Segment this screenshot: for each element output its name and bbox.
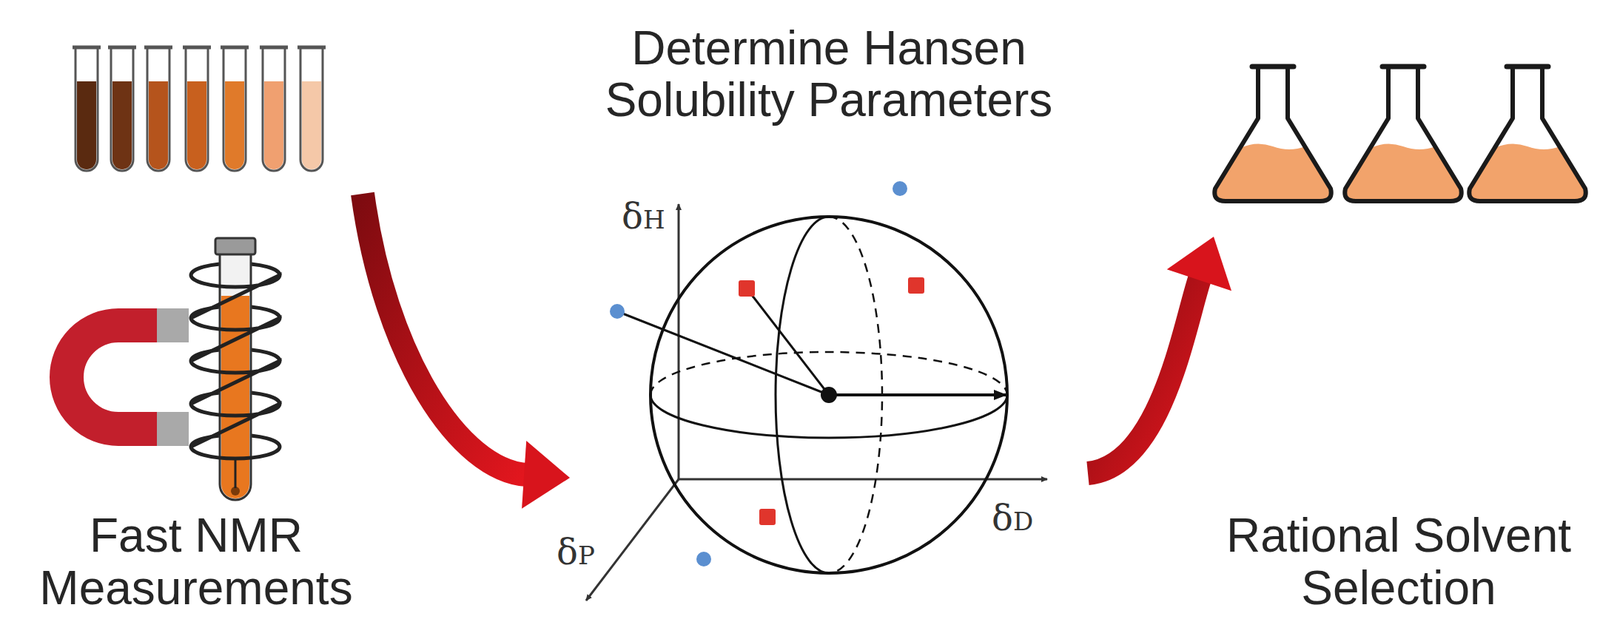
hansen-sphere: [586, 181, 1048, 601]
flow-arrow: [1087, 236, 1232, 474]
axis-label: δD: [991, 500, 1034, 536]
coil-front: [190, 275, 280, 489]
flasks: [1214, 66, 1586, 202]
nmr-tube: [215, 238, 256, 501]
panel-caption: Determine Hansen Solubility Parameters: [569, 22, 1088, 127]
flow-arrow: [362, 193, 570, 510]
axis-label: δP: [556, 534, 596, 570]
arrow-head: [1167, 236, 1232, 291]
panel-caption: Rational Solvent Selection: [1213, 509, 1584, 615]
test-tubes: [72, 47, 326, 171]
axis-label: δH: [621, 198, 666, 234]
panel-caption: Fast NMR Measurements: [29, 509, 363, 615]
solvent-panel: Rational Solvent Selection: [1213, 22, 1584, 615]
arrow-shaft: [362, 193, 527, 476]
arrow-head: [521, 441, 570, 510]
magnet: [66, 325, 189, 430]
nmr-panel: Fast NMR Measurements: [29, 22, 363, 615]
arrow-shaft: [1087, 277, 1201, 474]
